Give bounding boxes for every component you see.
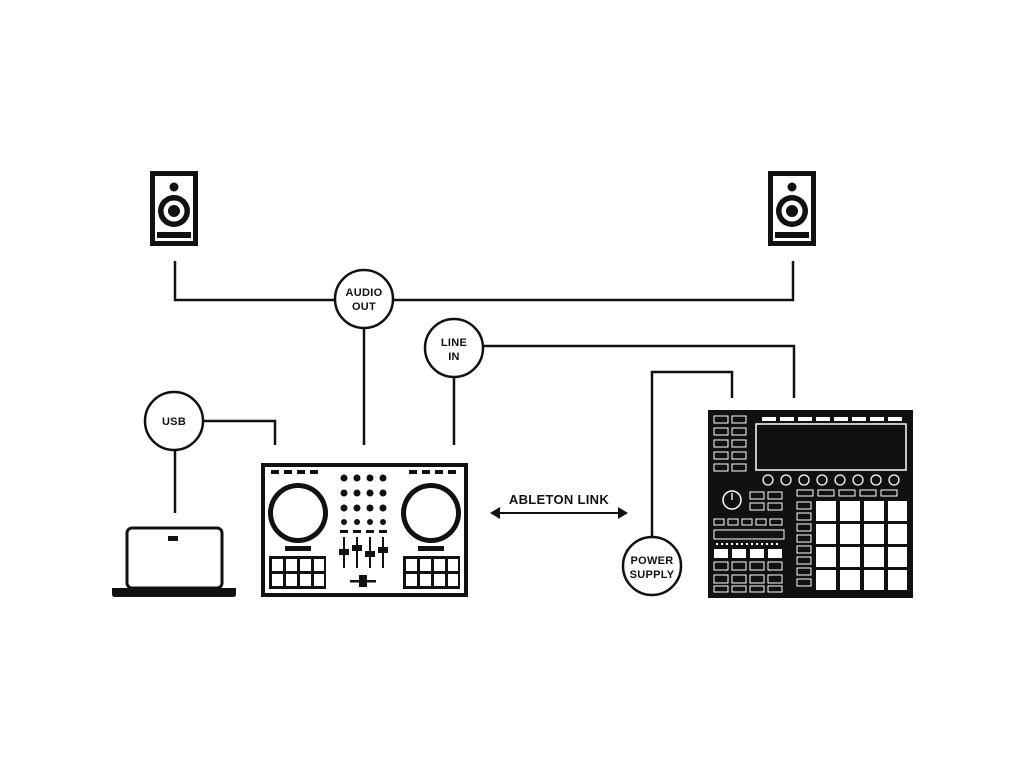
usb-to-controller-line — [202, 419, 277, 445]
laptop-icon — [112, 526, 236, 597]
dj-controller-icon — [261, 463, 468, 597]
line-in-label-line1: LINE — [441, 337, 467, 349]
power-supply-line — [650, 370, 734, 538]
connection-lines — [173, 261, 796, 538]
right-speaker-icon — [768, 171, 816, 246]
power-supply-label-line2: SUPPLY — [630, 569, 675, 581]
power-supply-label-line1: POWER — [630, 555, 673, 567]
line-in-label-line2: IN — [448, 351, 460, 363]
power-supply-node: POWER SUPPLY — [621, 535, 683, 597]
left-speaker-icon — [150, 171, 198, 246]
ableton-link-label: ABLETON LINK — [509, 492, 609, 507]
audio-out-node: AUDIO OUT — [333, 268, 395, 330]
ableton-link-arrow-icon — [490, 507, 628, 519]
line-in-node: LINE IN — [423, 317, 485, 379]
audio-out-label-line2: OUT — [352, 301, 376, 313]
audio-out-label-line1: AUDIO — [346, 287, 383, 299]
line-in-to-groovebox-line — [484, 344, 796, 398]
usb-node: USB — [143, 390, 205, 452]
groovebox-icon — [708, 410, 913, 598]
usb-label: USB — [162, 416, 186, 428]
audio-out-line — [173, 261, 795, 302]
